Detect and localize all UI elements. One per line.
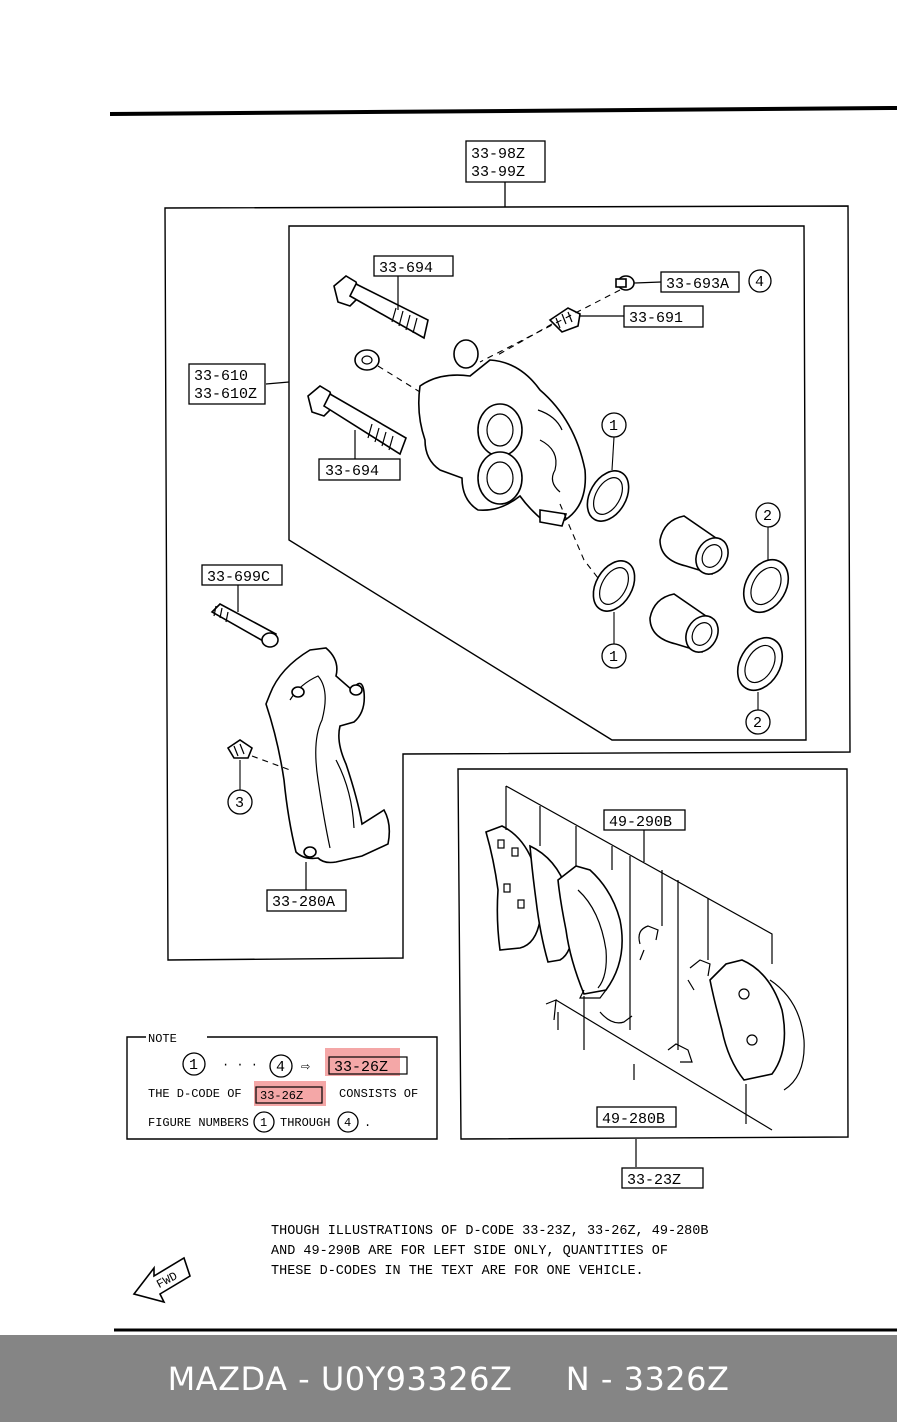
svg-text:AND 49-290B ARE FOR LEFT SIDE: AND 49-290B ARE FOR LEFT SIDE ONLY, QUAN… <box>271 1244 668 1259</box>
caliper-body <box>418 339 587 527</box>
svg-text:49-280B: 49-280B <box>602 1111 665 1128</box>
svg-text:THROUGH: THROUGH <box>280 1116 330 1130</box>
label-bolt-upper[interactable]: 33-694 <box>373 255 454 277</box>
footer-part-number: U0Y93326Z <box>320 1359 513 1398</box>
svg-text:4: 4 <box>276 1059 285 1076</box>
svg-text:33-98Z: 33-98Z <box>471 146 525 163</box>
svg-text:33-280A: 33-280A <box>272 894 335 911</box>
footer-separator: - <box>287 1359 321 1398</box>
caliper-frame <box>288 225 807 741</box>
pad-clip-2 <box>687 959 711 991</box>
svg-text:1: 1 <box>609 649 618 666</box>
piston-seal-lower <box>592 560 636 612</box>
bleeder-cap <box>615 275 635 291</box>
callout-1-upper: 1 <box>601 412 627 438</box>
svg-text:33-26Z: 33-26Z <box>334 1059 388 1076</box>
svg-text:33-610: 33-610 <box>194 368 248 385</box>
callout-2-upper: 2 <box>755 502 781 528</box>
bleeder-screw <box>548 307 581 333</box>
label-cap[interactable]: 33-693A <box>660 271 740 293</box>
callout-2-lower: 2 <box>745 709 771 735</box>
assembly-frame <box>164 205 851 961</box>
dust-boot-lower <box>736 636 784 692</box>
callout-3: 3 <box>227 789 253 815</box>
footer-code: N - 3326Z <box>565 1359 730 1398</box>
guide-bolt <box>210 603 279 648</box>
pad-outer <box>709 959 805 1091</box>
fwd-arrow-icon: FWD <box>132 1256 191 1304</box>
svg-text:CONSISTS OF: CONSISTS OF <box>339 1087 418 1101</box>
svg-text:33-99Z: 33-99Z <box>471 164 525 181</box>
svg-text:THOUGH ILLUSTRATIONS OF D-CODE: THOUGH ILLUSTRATIONS OF D-CODE 33-23Z, 3… <box>271 1224 708 1239</box>
svg-text:33-23Z: 33-23Z <box>627 1172 681 1189</box>
svg-text:1: 1 <box>189 1057 198 1074</box>
svg-text:4: 4 <box>344 1116 351 1130</box>
svg-text:49-290B: 49-290B <box>609 814 672 831</box>
label-pad-shims[interactable]: 49-290B <box>603 809 686 831</box>
label-pads[interactable]: 49-280B <box>596 1106 677 1128</box>
piston-upper <box>659 515 729 575</box>
svg-text:THESE D-CODES IN THE TEXT ARE: THESE D-CODES IN THE TEXT ARE FOR ONE VE… <box>271 1264 644 1279</box>
svg-text:4: 4 <box>755 274 764 291</box>
svg-text:.: . <box>364 1116 371 1130</box>
svg-text:1: 1 <box>260 1116 267 1130</box>
svg-text:⇨: ⇨ <box>301 1059 310 1076</box>
piston-seal-upper <box>586 470 630 522</box>
top-rule <box>109 106 897 116</box>
svg-text:· · ·: · · · <box>222 1058 258 1072</box>
pad-clip-4 <box>667 1043 693 1063</box>
svg-text:33-693A: 33-693A <box>666 276 729 293</box>
note-box: NOTE 1 · · · 4 ⇨ 33-26Z THE D-CODE OF 33… <box>126 1032 438 1140</box>
dust-boot-upper <box>742 558 790 614</box>
label-guide-bolt[interactable]: 33-699C <box>201 564 283 586</box>
svg-text:2: 2 <box>753 715 762 732</box>
svg-text:NOTE: NOTE <box>148 1032 177 1046</box>
label-bleeder[interactable]: 33-691 <box>623 305 704 328</box>
label-bracket[interactable]: 33-280A <box>266 889 347 912</box>
svg-text:3: 3 <box>235 795 244 812</box>
lower-bolt <box>307 385 407 456</box>
label-assembly[interactable]: 33-98Z 33-99Z <box>465 140 546 183</box>
label-pad-kit[interactable]: 33-23Z <box>621 1167 704 1189</box>
pad-shim-left <box>485 825 542 951</box>
callout-1-lower: 1 <box>601 643 627 669</box>
remark-text: THOUGH ILLUSTRATIONS OF D-CODE 33-23Z, 3… <box>271 1224 708 1279</box>
footer-brand: MAZDA <box>167 1359 288 1398</box>
pad-clip-1 <box>638 925 659 961</box>
svg-text:33-694: 33-694 <box>379 260 433 277</box>
pad-kit-frame <box>457 768 849 1140</box>
svg-text:THE D-CODE OF: THE D-CODE OF <box>148 1087 242 1101</box>
parts-diagram: 33-98Z 33-99Z 33-610 33-610Z 33-694 33-6… <box>109 106 897 1332</box>
pad-inner <box>557 865 623 999</box>
svg-text:33-694: 33-694 <box>325 463 379 480</box>
upper-bolt <box>333 275 429 340</box>
svg-text:33-26Z: 33-26Z <box>260 1089 303 1103</box>
svg-text:2: 2 <box>763 508 772 525</box>
svg-text:33-610Z: 33-610Z <box>194 386 257 403</box>
svg-text:1: 1 <box>609 418 618 435</box>
plug <box>226 739 253 759</box>
svg-text:33-699C: 33-699C <box>207 569 270 586</box>
label-caliper[interactable]: 33-610 33-610Z <box>188 363 266 405</box>
footer-bar: MAZDA - U0Y93326Z N - 3326Z <box>0 1335 897 1422</box>
piston-lower <box>649 593 719 653</box>
callout-4-cap: 4 <box>748 269 772 293</box>
footer-gap <box>512 1360 565 1398</box>
caliper-bracket <box>265 647 391 864</box>
label-bolt-lower[interactable]: 33-694 <box>318 458 401 481</box>
svg-text:FIGURE NUMBERS: FIGURE NUMBERS <box>148 1116 249 1130</box>
dust-cap <box>354 349 380 371</box>
svg-text:33-691: 33-691 <box>629 310 683 327</box>
